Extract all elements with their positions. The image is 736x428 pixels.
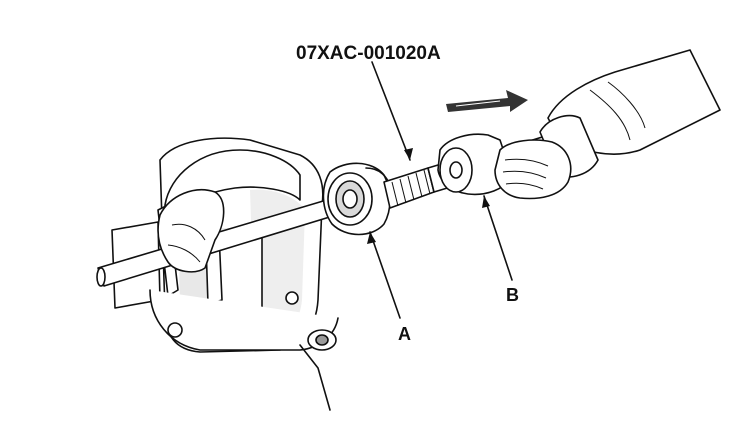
shop-rag (157, 188, 225, 273)
hand-and-arm (494, 49, 721, 200)
leader-lines (367, 61, 513, 319)
outboard-joint-ring (322, 162, 393, 236)
bench-vise (111, 137, 339, 411)
slide-hammer-weight (437, 133, 513, 196)
tool-code-label: 07XAC-001020A (296, 43, 441, 64)
callout-a-label: A (398, 324, 411, 344)
callout-b-label: B (506, 285, 519, 305)
pull-direction-arrow (446, 90, 528, 112)
